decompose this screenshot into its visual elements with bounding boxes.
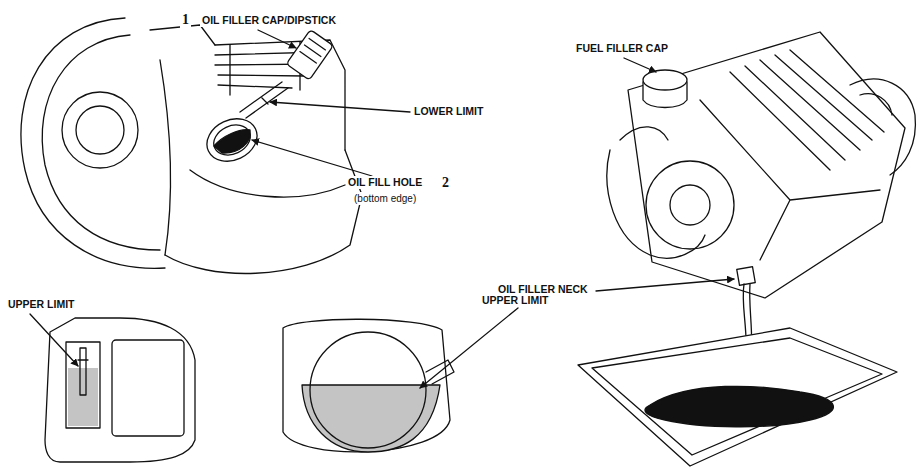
shaft-boss: [62, 92, 138, 168]
hand: [850, 79, 915, 175]
leader-line: [624, 58, 656, 72]
crank-circle: [310, 332, 426, 448]
cylinder-fins: [730, 50, 884, 170]
oil-filler-neck: [737, 267, 756, 286]
part-label: OIL FILLER CAP/DIPSTICK: [200, 14, 338, 27]
part-label: FUEL FILLER CAP: [574, 42, 670, 55]
engine-detail: [700, 100, 880, 260]
callout-number: 1: [180, 12, 191, 28]
oil-level: [68, 368, 98, 426]
part-label: OIL FILLER NECK: [496, 283, 590, 296]
crankcase: [150, 25, 362, 273]
leader-line: [420, 308, 518, 388]
leader-line: [270, 102, 410, 112]
engine-side-view: [45, 318, 195, 462]
engine-outline: [45, 318, 195, 462]
hand: [607, 127, 705, 258]
engine-section-view: [283, 319, 454, 452]
dipstick: [240, 82, 288, 118]
flywheel-housing: [42, 35, 160, 250]
engine-detail: [21, 18, 362, 273]
fuel-cap: [643, 70, 687, 90]
part-label: UPPER LIMIT: [6, 298, 77, 311]
leader-line: [252, 140, 372, 176]
oil-level: [214, 130, 250, 153]
part-note: (bottom edge): [352, 192, 418, 205]
leader-line: [30, 314, 78, 366]
drain-tray: [578, 328, 897, 466]
cylinder-fins: [230, 42, 300, 95]
dipstick-symbol: [78, 348, 88, 395]
engine-draining: [578, 32, 915, 466]
cap-body: [286, 30, 333, 80]
part-label: OIL FILL HOLE: [346, 176, 424, 189]
callout-number: 2: [440, 175, 451, 191]
shaft-boss: [76, 106, 124, 154]
oil-window: [66, 342, 100, 428]
leader-line: [596, 279, 734, 291]
recoil-starter: [670, 185, 710, 225]
oil-filler-cap: [286, 30, 333, 80]
oil-fill-hole: [209, 119, 255, 160]
cap-grip: [300, 38, 326, 63]
oil-puddle: [645, 386, 833, 426]
leader-line: [258, 30, 296, 48]
oil-fill-hole: [200, 111, 264, 169]
drain-tray: [592, 338, 882, 455]
flywheel-housing: [21, 18, 165, 268]
engine-panel: [112, 340, 184, 436]
crankcase: [160, 60, 170, 255]
engine-outline: [283, 319, 450, 452]
crankcase: [190, 170, 345, 197]
oil-level: [302, 385, 440, 452]
recoil-starter: [646, 161, 734, 249]
part-label: LOWER LIMIT: [412, 105, 485, 118]
